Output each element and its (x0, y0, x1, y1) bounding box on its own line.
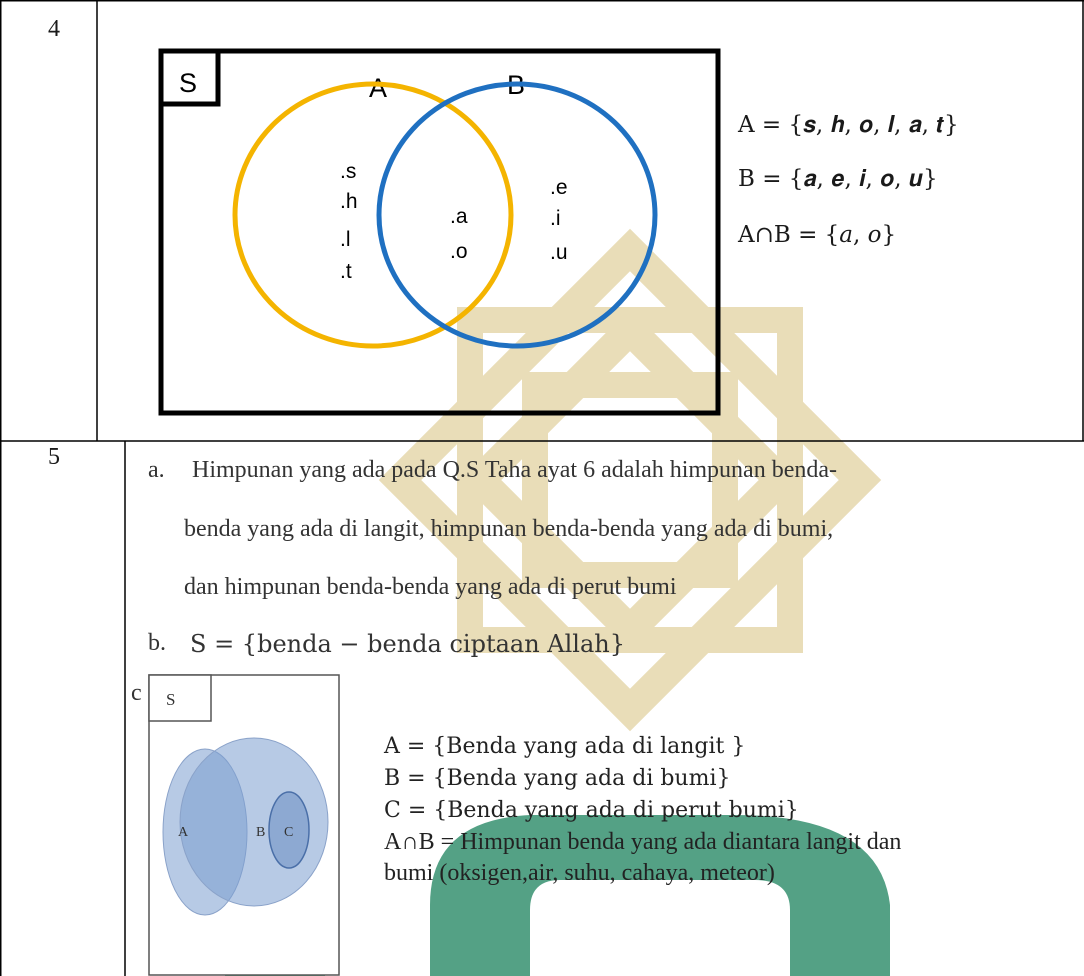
set-c-description: C = {Benda yang ada di perut bumi} (384, 798, 799, 823)
set-a-circle (232, 81, 514, 349)
universe-label-box (158, 48, 221, 107)
part-b-marker: b. (148, 630, 166, 656)
set-b-definition: B = {𝒂, 𝒆, 𝒊, 𝒐, 𝒖} (738, 166, 938, 192)
universe-label: S (166, 690, 175, 709)
set-label-b: B (256, 825, 265, 840)
b-only-element: .i (550, 207, 561, 230)
a-only-element: .h (340, 190, 358, 213)
set-b-description: B = {Benda yang ada di bumi} (384, 766, 731, 791)
set-label-a: A (178, 825, 189, 840)
venn-diagram-row4: S A B .s .h .l .t .a .o .e .i .u (158, 48, 721, 416)
part-a-line: benda yang ada di langit, himpunan benda… (184, 516, 834, 542)
intersection-definition: A∩B = {𝑎, 𝑜} (738, 222, 897, 248)
a-only-element: .t (340, 260, 352, 283)
set-label-a: A (369, 73, 387, 103)
a-only-element: .s (340, 160, 356, 183)
intersection-description: bumi (oksigen,air, suhu, cahaya, meteor) (384, 860, 775, 886)
venn-diagram-row5: S A B C (148, 674, 340, 976)
universe-label: S (179, 68, 197, 98)
universe-label-box (148, 674, 212, 722)
b-only-element: .e (550, 176, 568, 199)
row-number: 4 (48, 16, 60, 42)
set-c-ellipse (268, 791, 310, 869)
intersection-element: .o (450, 240, 468, 263)
part-a-marker: a. (148, 457, 165, 483)
set-b-circle (376, 81, 658, 349)
b-only-element: .u (550, 241, 568, 264)
set-a-description: A = {Benda yang ada di langit } (384, 734, 746, 759)
intersection-element: .a (450, 205, 468, 228)
part-a-line: dan himpunan benda-benda yang ada di per… (184, 574, 677, 600)
set-a-definition: A = {𝒔, 𝒉, 𝒐, 𝒍, 𝒂, 𝒕} (738, 112, 959, 138)
universe-definition: S = {benda − benda ciptaan Allah} (190, 630, 626, 658)
set-b-ellipse (179, 737, 329, 907)
a-only-element: .l (340, 228, 351, 251)
part-c-marker: c (131, 680, 142, 706)
set-label-c: C (284, 825, 293, 840)
row-number: 5 (48, 444, 60, 470)
intersection-description: A∩B = Himpunan benda yang ada diantara l… (384, 829, 902, 855)
part-a-line: Himpunan yang ada pada Q.S Taha ayat 6 a… (192, 457, 837, 483)
universe-box (158, 48, 721, 416)
